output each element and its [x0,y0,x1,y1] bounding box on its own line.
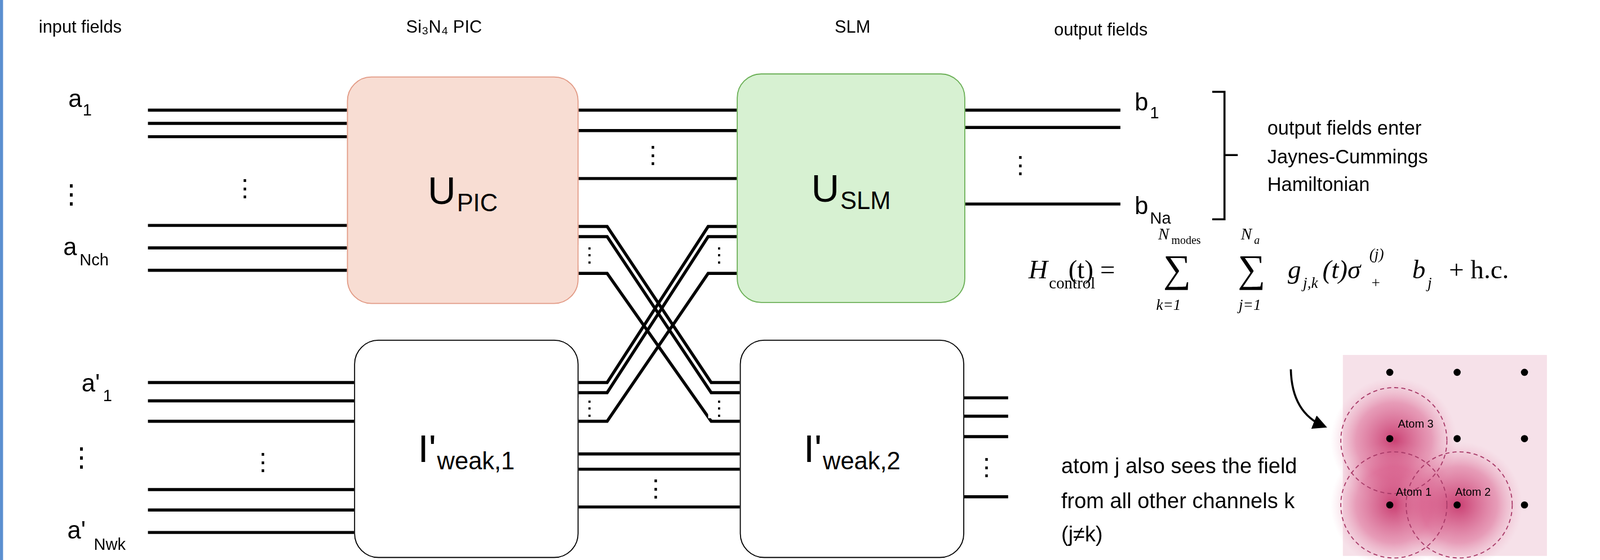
ellipsis-dots: ⋮ [708,245,731,266]
pic-box: UPIC [347,76,579,305]
text-label: Na [1150,210,1172,227]
ellipsis-dots: ⋮ [708,397,731,419]
waveguide-bundle [578,226,740,422]
text-label: + h.c. [1448,256,1509,284]
waveguide-bundle [578,226,738,422]
waveguide-bundle [578,110,738,179]
text-label: (j) [1369,246,1385,263]
text-label: 1 [1150,104,1160,122]
box-subscript: PIC [457,190,498,215]
weak-box: I'weak,1 [353,339,579,558]
box-symbol: I' [418,429,437,469]
bracket [1212,91,1238,220]
text-label: Atom 2 [1455,486,1491,499]
text-label: b [1134,193,1149,219]
weak-box: I'weak,2 [739,339,965,558]
text-label: + [1371,275,1380,291]
text-label: b [1412,256,1426,284]
text-label: 1 [103,387,113,405]
ellipsis-dots: ⋮ [231,176,259,201]
text-label: a' [81,371,100,396]
box-symbol: U [811,169,840,208]
ellipsis-dots: ⋮ [1007,153,1034,178]
ellipsis-dots: ⋮ [56,180,86,207]
text-label: atom j also sees the field from all othe… [1061,449,1307,552]
text-label: output fields [1053,21,1148,39]
atom-array-image [1330,355,1548,560]
text-label: input fields [38,18,122,37]
ellipsis-dots: ⋮ [578,397,602,419]
input-wires [148,110,355,534]
ellipsis-dots: ⋮ [643,476,670,502]
text-label: a [1253,234,1260,246]
curved-arrow [1290,369,1325,427]
slm-box: USLM [736,73,966,303]
ellipsis-dots: ⋮ [639,142,667,167]
text-label: Si₃N₄ PIC [406,18,483,37]
output-wires [964,110,1121,498]
page-border [0,0,3,560]
box-symbol: U [427,170,456,210]
text-label: N [1158,226,1169,243]
text-label: j,k [1302,275,1318,291]
text-label: a [63,234,77,259]
box-symbol: I' [803,429,822,469]
text-label: a' [67,518,86,543]
ellipsis-dots: ⋮ [250,449,277,474]
ellipsis-dots: ⋮ [578,245,602,266]
box-subscript: weak,1 [437,449,516,474]
text-label: SLM [834,18,871,37]
text-label: Nwk [94,536,126,553]
text-label: ∑ [1237,249,1266,288]
text-label: b [1134,89,1149,114]
ellipsis-dots: ⋮ [973,455,1000,480]
text-label: a [68,86,82,112]
text-label: output fields enter Jaynes-Cummings Hami… [1267,114,1442,199]
text-label: N [1241,226,1252,243]
text-label: (t) = [1068,256,1116,284]
text-label: g [1287,256,1302,284]
text-label: 1 [82,102,92,119]
text-label: ∑ [1163,249,1191,288]
text-label: Nch [79,251,109,269]
text-label: j [1427,275,1433,291]
waveguide-bundle [578,454,740,508]
text-label: Atom 3 [1397,418,1434,430]
text-label: j=1 [1238,298,1261,314]
ellipsis-dots: ⋮ [67,444,96,471]
text-label: Atom 1 [1395,486,1432,499]
text-label: modes [1171,234,1201,246]
box-subscript: SLM [840,188,891,213]
text-label: (t)σ [1322,256,1362,284]
box-subscript: weak,2 [822,449,901,474]
text-label: H [1028,256,1048,284]
text-label: k=1 [1155,298,1181,314]
